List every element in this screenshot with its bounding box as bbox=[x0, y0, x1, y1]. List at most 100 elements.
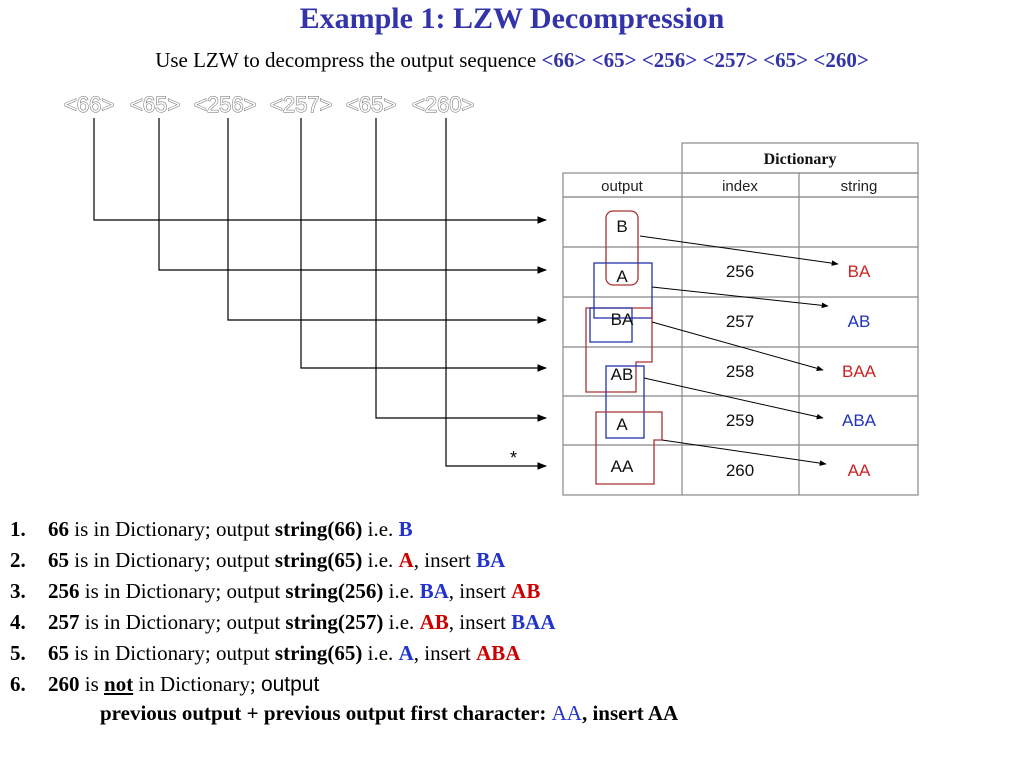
code-arrow bbox=[300, 118, 547, 372]
index-cell: 256 bbox=[726, 262, 754, 281]
step-text: in Dictionary; bbox=[138, 672, 256, 696]
step6-note: previous output + previous output first … bbox=[100, 701, 678, 726]
code-label: <260> bbox=[412, 92, 474, 117]
index-cell: 259 bbox=[726, 411, 754, 430]
index-cell: 260 bbox=[726, 461, 754, 480]
step-code: 257 bbox=[48, 610, 80, 634]
step-number: 5. bbox=[10, 641, 26, 665]
step-text: is bbox=[84, 672, 99, 696]
column-header-string: string bbox=[841, 178, 878, 195]
step-code: 66 bbox=[48, 517, 69, 541]
step-ie: i.e. bbox=[367, 641, 394, 665]
code-label: <257> bbox=[270, 92, 332, 117]
code-sequence: <66> <65> <256> <257> <65> <260> bbox=[64, 92, 475, 118]
code-arrows bbox=[93, 118, 547, 470]
string-cell: BA bbox=[848, 262, 871, 281]
step-number: 1. bbox=[10, 517, 26, 541]
step-not: not bbox=[104, 672, 134, 696]
step-output: AB bbox=[419, 610, 449, 634]
output-cell: AB bbox=[611, 365, 634, 384]
code-label: <65> bbox=[346, 92, 396, 117]
step-item: 4. 257 is in Dictionary; output string(25… bbox=[10, 607, 1010, 638]
step-code: 256 bbox=[48, 579, 80, 603]
note-insert: , insert AA bbox=[581, 701, 679, 725]
step-number: 3. bbox=[10, 579, 26, 603]
insert-arrow bbox=[651, 286, 829, 309]
code-label: <256> bbox=[194, 92, 256, 117]
step-output: BA bbox=[419, 579, 449, 603]
step-code: 65 bbox=[48, 548, 69, 572]
step-code: 260 bbox=[48, 672, 80, 696]
column-header-output: output bbox=[601, 178, 644, 195]
code-arrow bbox=[93, 118, 547, 224]
star-mark: * bbox=[510, 448, 517, 468]
output-cell: A bbox=[616, 267, 628, 286]
string-cell: ABA bbox=[842, 411, 877, 430]
step-item: 2. 65 is in Dictionary; output string(65)… bbox=[10, 545, 1010, 576]
step-separator: , insert bbox=[448, 579, 506, 603]
highlight-boxes bbox=[585, 210, 663, 485]
code-arrow bbox=[158, 118, 547, 274]
subtitle-sequence: <66> <65> <256> <257> <65> <260> bbox=[541, 48, 869, 72]
step-text: is in Dictionary; output bbox=[84, 610, 281, 634]
code-arrow bbox=[445, 118, 547, 470]
note-value: AA bbox=[551, 701, 582, 725]
step-separator: , insert bbox=[448, 610, 506, 634]
step-text: is in Dictionary; output bbox=[74, 517, 270, 541]
step-ie: i.e. bbox=[388, 579, 415, 603]
insert-arrow bbox=[643, 377, 824, 420]
step-func: string(65) bbox=[274, 548, 363, 572]
code-arrow bbox=[227, 118, 547, 324]
dictionary-rows: B A 256 BA BA 257 AB AB 258 BAA A 259 AB… bbox=[611, 217, 877, 480]
step-item: 1. 66 is in Dictionary; output string(66)… bbox=[10, 514, 1010, 545]
insert-arrow bbox=[661, 439, 827, 466]
index-cell: 258 bbox=[726, 362, 754, 381]
page-title: Example 1: LZW Decompression bbox=[299, 2, 725, 35]
step-output: A bbox=[398, 548, 414, 572]
step-ie: i.e. bbox=[367, 517, 394, 541]
step-ie: i.e. bbox=[388, 610, 415, 634]
step-number: 6. bbox=[10, 672, 26, 696]
step-output: A bbox=[398, 641, 414, 665]
step-func: string(256) bbox=[285, 579, 384, 603]
step-insert: AB bbox=[511, 579, 541, 603]
step-func: string(65) bbox=[274, 641, 363, 665]
step-item: 6. 260 is not in Dictionary; output bbox=[10, 669, 1010, 700]
step-insert: BA bbox=[476, 548, 506, 572]
string-cell: AA bbox=[848, 461, 871, 480]
insert-arrow bbox=[651, 321, 824, 371]
step-output: B bbox=[398, 517, 413, 541]
page-subtitle: Use LZW to decompress the output sequenc… bbox=[0, 48, 1024, 73]
step-insert: ABA bbox=[476, 641, 521, 665]
output-cell: BA bbox=[611, 310, 634, 329]
step-item: 3. 256 is in Dictionary; output string(25… bbox=[10, 576, 1010, 607]
lzw-diagram: <66> <65> <256> <257> <65> <260> * Dicti… bbox=[64, 92, 919, 496]
code-label: <66> bbox=[64, 92, 114, 117]
code-label: <65> bbox=[130, 92, 180, 117]
step-text: is in Dictionary; output bbox=[84, 579, 281, 603]
step-func: string(257) bbox=[285, 610, 384, 634]
step-number: 2. bbox=[10, 548, 26, 572]
dictionary-title: Dictionary bbox=[764, 151, 837, 168]
step-separator: , insert bbox=[413, 548, 471, 572]
step-separator: , insert bbox=[413, 641, 471, 665]
index-cell: 257 bbox=[726, 312, 754, 331]
step-item: 5.65 is in Dictionary; output string(65)… bbox=[10, 638, 1010, 669]
output-cell: A bbox=[616, 415, 628, 434]
output-cell: B bbox=[616, 217, 627, 236]
string-cell: BAA bbox=[842, 362, 877, 381]
step-code: 65 bbox=[48, 641, 69, 665]
step-ie: i.e. bbox=[367, 548, 394, 572]
output-cell: AA bbox=[611, 457, 634, 476]
step-text: is in Dictionary; output bbox=[74, 548, 270, 572]
steps-list: 1. 66 is in Dictionary; output string(66)… bbox=[10, 514, 1010, 700]
string-cell: AB bbox=[848, 312, 871, 331]
step-insert: BAA bbox=[511, 610, 556, 634]
code-arrow bbox=[375, 118, 547, 422]
column-header-index: index bbox=[722, 178, 758, 195]
step-func: string(66) bbox=[274, 517, 363, 541]
note-text: previous output + previous output first … bbox=[100, 701, 547, 725]
subtitle-text: Use LZW to decompress the output sequenc… bbox=[155, 48, 537, 72]
step-text: output bbox=[260, 673, 320, 696]
step-number: 4. bbox=[10, 610, 26, 634]
